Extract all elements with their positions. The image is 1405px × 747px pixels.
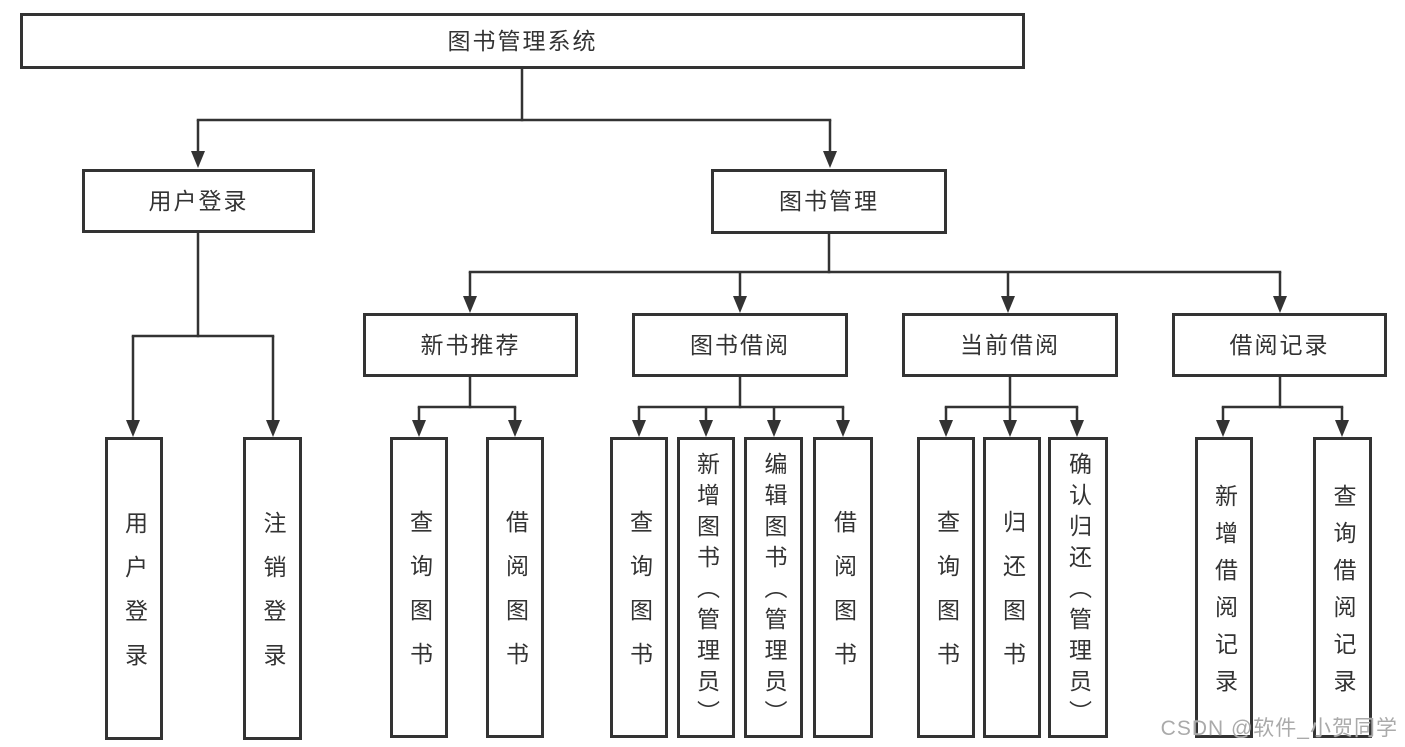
- leaf-borrow-books-recommend-label: 借阅图书: [502, 510, 529, 686]
- leaf-return-book: 归还图书: [983, 437, 1041, 738]
- node-book-management: 图书管理: [711, 169, 947, 234]
- leaf-confirm-return-admin: 确认归还（管理员）: [1048, 437, 1108, 738]
- leaf-query-books-borrow: 查询图书: [610, 437, 668, 738]
- leaf-query-books-borrow-label: 查询图书: [626, 510, 653, 686]
- leaf-logout-label: 注销登录: [260, 511, 286, 687]
- leaf-query-borrow-record: 查询借阅记录: [1313, 437, 1372, 738]
- csdn-watermark: CSDN @软件_小贺同学: [1160, 717, 1398, 740]
- node-book-management-label: 图书管理: [779, 188, 879, 214]
- node-borrow-records: 借阅记录: [1172, 313, 1387, 377]
- node-current-borrow-label: 当前借阅: [960, 331, 1060, 358]
- leaf-query-borrow-record-label: 查询借阅记录: [1330, 483, 1356, 706]
- leaf-return-book-label: 归还图书: [999, 510, 1026, 686]
- leaf-query-books-recommend: 查询图书: [390, 437, 448, 738]
- leaf-add-borrow-record-label: 新增借阅记录: [1211, 483, 1238, 706]
- node-user-login-label: 用户登录: [148, 187, 249, 214]
- leaf-add-book-admin: 新增图书（管理员）: [677, 437, 735, 738]
- leaf-borrow-books-borrow-label: 借阅图书: [830, 510, 857, 686]
- leaf-borrow-books-recommend: 借阅图书: [486, 437, 544, 738]
- node-user-login: 用户登录: [82, 169, 315, 233]
- leaf-add-book-admin-label: 新增图书（管理员）: [693, 452, 720, 731]
- leaf-user-login-label: 用户登录: [121, 511, 148, 687]
- leaf-add-borrow-record: 新增借阅记录: [1195, 437, 1253, 738]
- arrowheads: [126, 151, 1349, 437]
- leaf-edit-book-admin: 编辑图书（管理员）: [744, 437, 803, 738]
- node-root: 图书管理系统: [20, 13, 1025, 69]
- node-new-book-recommend-label: 新书推荐: [420, 331, 521, 358]
- leaf-borrow-books-borrow: 借阅图书: [813, 437, 873, 738]
- node-root-label: 图书管理系统: [447, 27, 598, 54]
- leaf-confirm-return-admin-label: 确认归还（管理员）: [1065, 452, 1092, 731]
- node-borrow-records-label: 借阅记录: [1229, 331, 1330, 358]
- leaf-query-books-current-label: 查询图书: [933, 510, 960, 686]
- leaf-logout: 注销登录: [243, 437, 302, 740]
- leaf-edit-book-admin-label: 编辑图书（管理员）: [761, 452, 787, 731]
- node-book-borrow-label: 图书借阅: [690, 331, 790, 358]
- node-book-borrow: 图书借阅: [632, 313, 848, 377]
- leaf-query-books-recommend-label: 查询图书: [406, 510, 433, 686]
- node-new-book-recommend: 新书推荐: [363, 313, 578, 377]
- leaf-user-login: 用户登录: [105, 437, 163, 740]
- node-current-borrow: 当前借阅: [902, 313, 1118, 377]
- leaf-query-books-current: 查询图书: [917, 437, 975, 738]
